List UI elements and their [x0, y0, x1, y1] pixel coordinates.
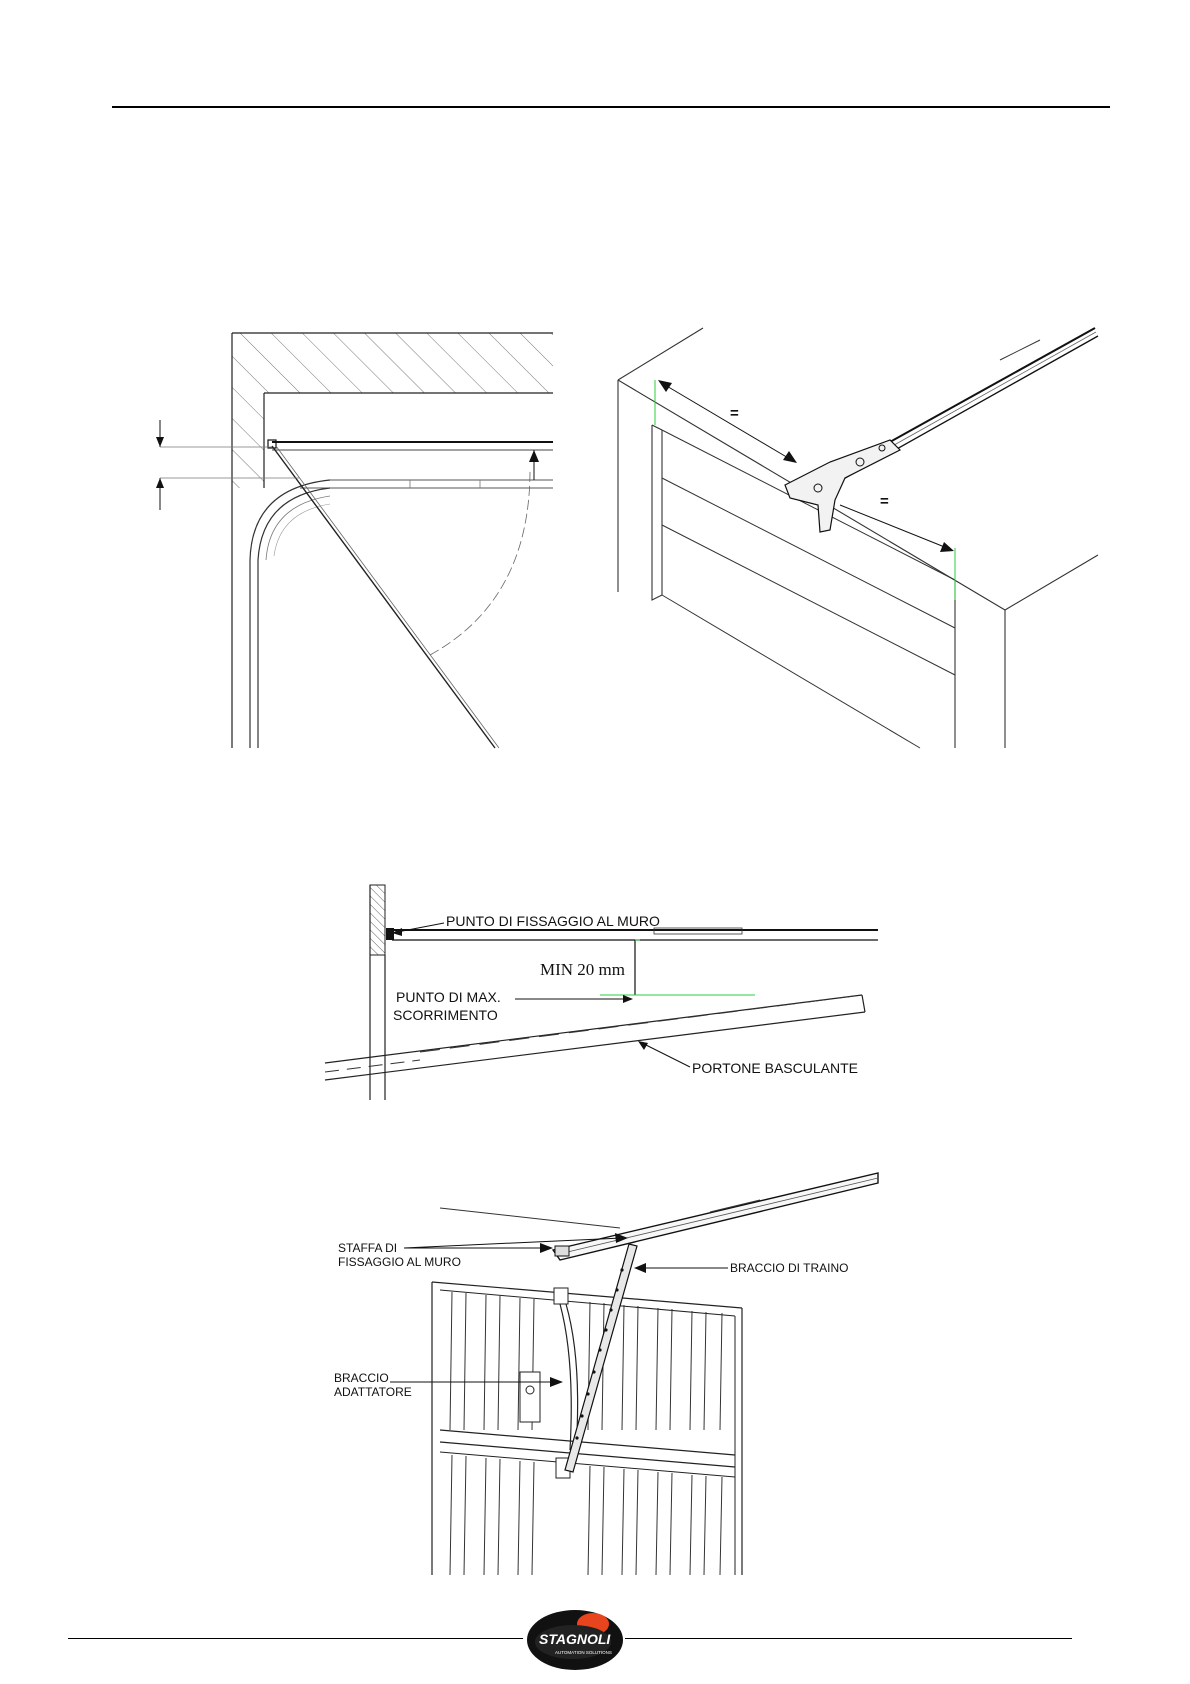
adapter-arm-label-2: ADATTATORE — [334, 1385, 412, 1399]
adapter-arm-label-1: BRACCIO — [334, 1371, 389, 1385]
drive-arm-label: BRACCIO DI TRAINO — [730, 1261, 848, 1275]
bracket-label-1: STAFFA DI — [338, 1241, 397, 1255]
door-slats — [450, 1292, 722, 1575]
stagnoli-logo: STAGNOLI AUTOMATION SOLUTIONS — [525, 1604, 625, 1674]
footer-rule-right — [625, 1638, 1072, 1639]
footer-rule-left — [68, 1638, 523, 1639]
logo-subtext: AUTOMATION SOLUTIONS — [555, 1650, 612, 1655]
bracket-label-2: FISSAGGIO AL MURO — [338, 1255, 461, 1269]
logo-text: STAGNOLI — [539, 1631, 611, 1647]
